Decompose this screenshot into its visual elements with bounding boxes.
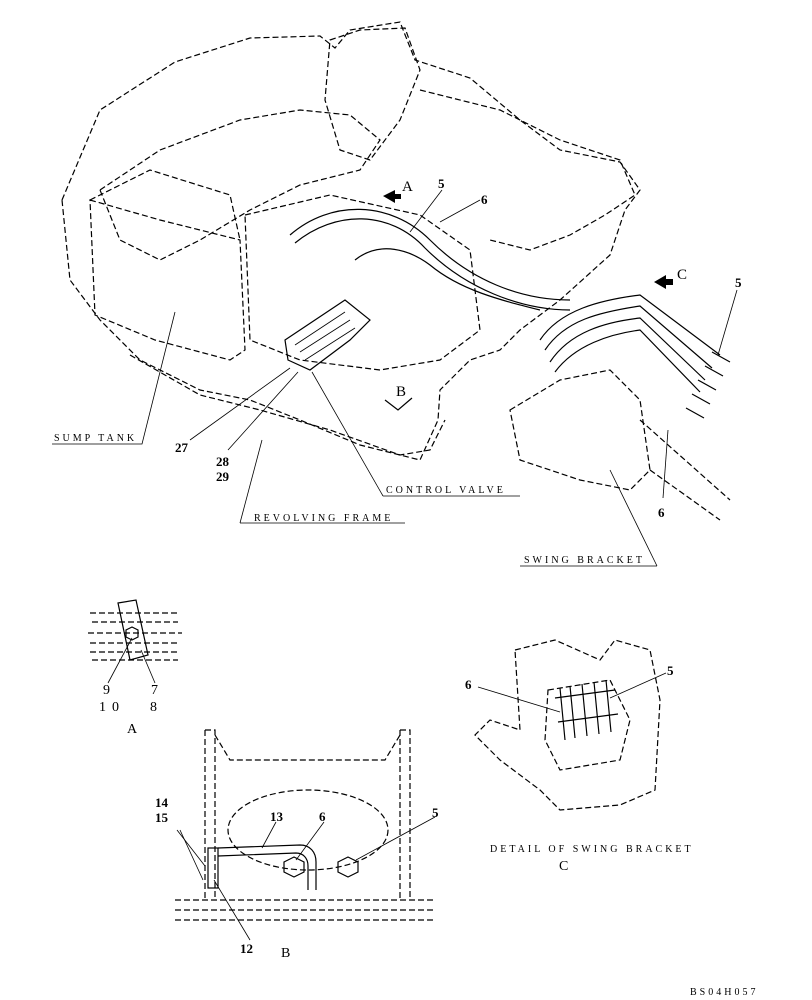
- view-b-arrow-icon: [384, 397, 413, 411]
- label-swing-bracket: SWING BRACKET: [524, 555, 645, 566]
- frame-inner-deck: [99, 109, 381, 261]
- detail-a-callout-7: 7: [151, 683, 158, 698]
- label-revolving-frame: REVOLVING FRAME: [254, 513, 394, 524]
- detail-a-callout-9: 9: [103, 683, 110, 698]
- hose-6-main: [354, 248, 541, 311]
- detail-c-title: DETAIL OF SWING BRACKET: [490, 844, 694, 855]
- detail-b-bracket: [204, 729, 411, 900]
- control-valve-detail: [294, 311, 356, 361]
- callout-29: 29: [216, 469, 229, 484]
- detail-b-opening: [227, 789, 389, 871]
- callout-5-top: 5: [438, 176, 445, 191]
- control-valve-bank: [284, 299, 371, 371]
- detail-a-callout-10: 10: [99, 700, 125, 715]
- view-a-marker: A: [402, 179, 413, 195]
- detail-b-callout-15: 15: [155, 810, 168, 825]
- valve-mount-box: [244, 194, 481, 371]
- detail-b-fitting-5-icon: [337, 856, 359, 878]
- detail-a-view: [88, 599, 182, 684]
- main-leader-lines: [52, 189, 738, 567]
- detail-c-callout-5: 5: [667, 663, 674, 678]
- detail-b-callout-13: 13: [270, 809, 283, 824]
- callout-5-right: 5: [735, 275, 742, 290]
- upper-tower: [324, 27, 421, 161]
- detail-c-caption: C: [559, 859, 569, 874]
- detail-b-callout-12: 12: [240, 941, 253, 956]
- detail-c-callout-6: 6: [465, 677, 472, 692]
- detail-a-caption: A: [127, 722, 138, 737]
- hose-end-fittings: [685, 351, 731, 419]
- hose-5-main-b: [294, 218, 571, 311]
- right-arm-structure: [419, 89, 636, 251]
- callout-6-top: 6: [481, 192, 488, 207]
- detail-c-hoses: [559, 679, 612, 741]
- view-c-arrow-icon: [654, 275, 673, 289]
- detail-b-callout-5: 5: [432, 805, 439, 820]
- swing-bracket-extension: [639, 419, 731, 521]
- detail-a-hoses: [88, 612, 182, 661]
- detail-c-bracket: [474, 639, 661, 811]
- callout-27: 27: [175, 440, 188, 455]
- label-sump-tank: SUMP TANK: [54, 433, 138, 444]
- detail-b-base: [175, 899, 435, 921]
- revolving-frame-outline: [61, 21, 641, 461]
- detail-b-clamp: [207, 847, 219, 889]
- detail-b-pipe-13: [217, 844, 317, 890]
- swing-bracket-body: [509, 369, 651, 491]
- view-a-arrow-icon: [383, 190, 401, 203]
- view-b-marker: B: [396, 384, 407, 400]
- detail-a-bolt-icon: [125, 626, 139, 641]
- main-assembly-view: [52, 21, 738, 567]
- detail-b-caption: B: [281, 946, 291, 961]
- detail-b-fitting-6-icon: [283, 856, 305, 878]
- hose-5-main: [289, 208, 571, 301]
- swing-bracket-hose-bundle: [539, 294, 721, 393]
- detail-a-callout-8: 8: [150, 700, 157, 715]
- detail-b-callout-14: 14: [155, 795, 168, 810]
- detail-b-view: [175, 729, 436, 941]
- detail-c-view: [474, 639, 667, 811]
- view-c-marker: C: [677, 267, 688, 283]
- callout-6-right: 6: [658, 505, 665, 520]
- detail-c-inner: [544, 679, 631, 771]
- detail-a-clamp: [117, 599, 149, 661]
- sump-tank-top: [89, 169, 241, 241]
- callout-28: 28: [216, 454, 229, 469]
- label-control-valve: CONTROL VALVE: [386, 485, 506, 496]
- sump-tank-body: [89, 199, 246, 361]
- detail-c-clamps: [554, 689, 619, 723]
- drawing-number: BS04H057: [690, 987, 759, 998]
- detail-b-callout-6: 6: [319, 809, 326, 824]
- lower-base-plate: [129, 354, 446, 456]
